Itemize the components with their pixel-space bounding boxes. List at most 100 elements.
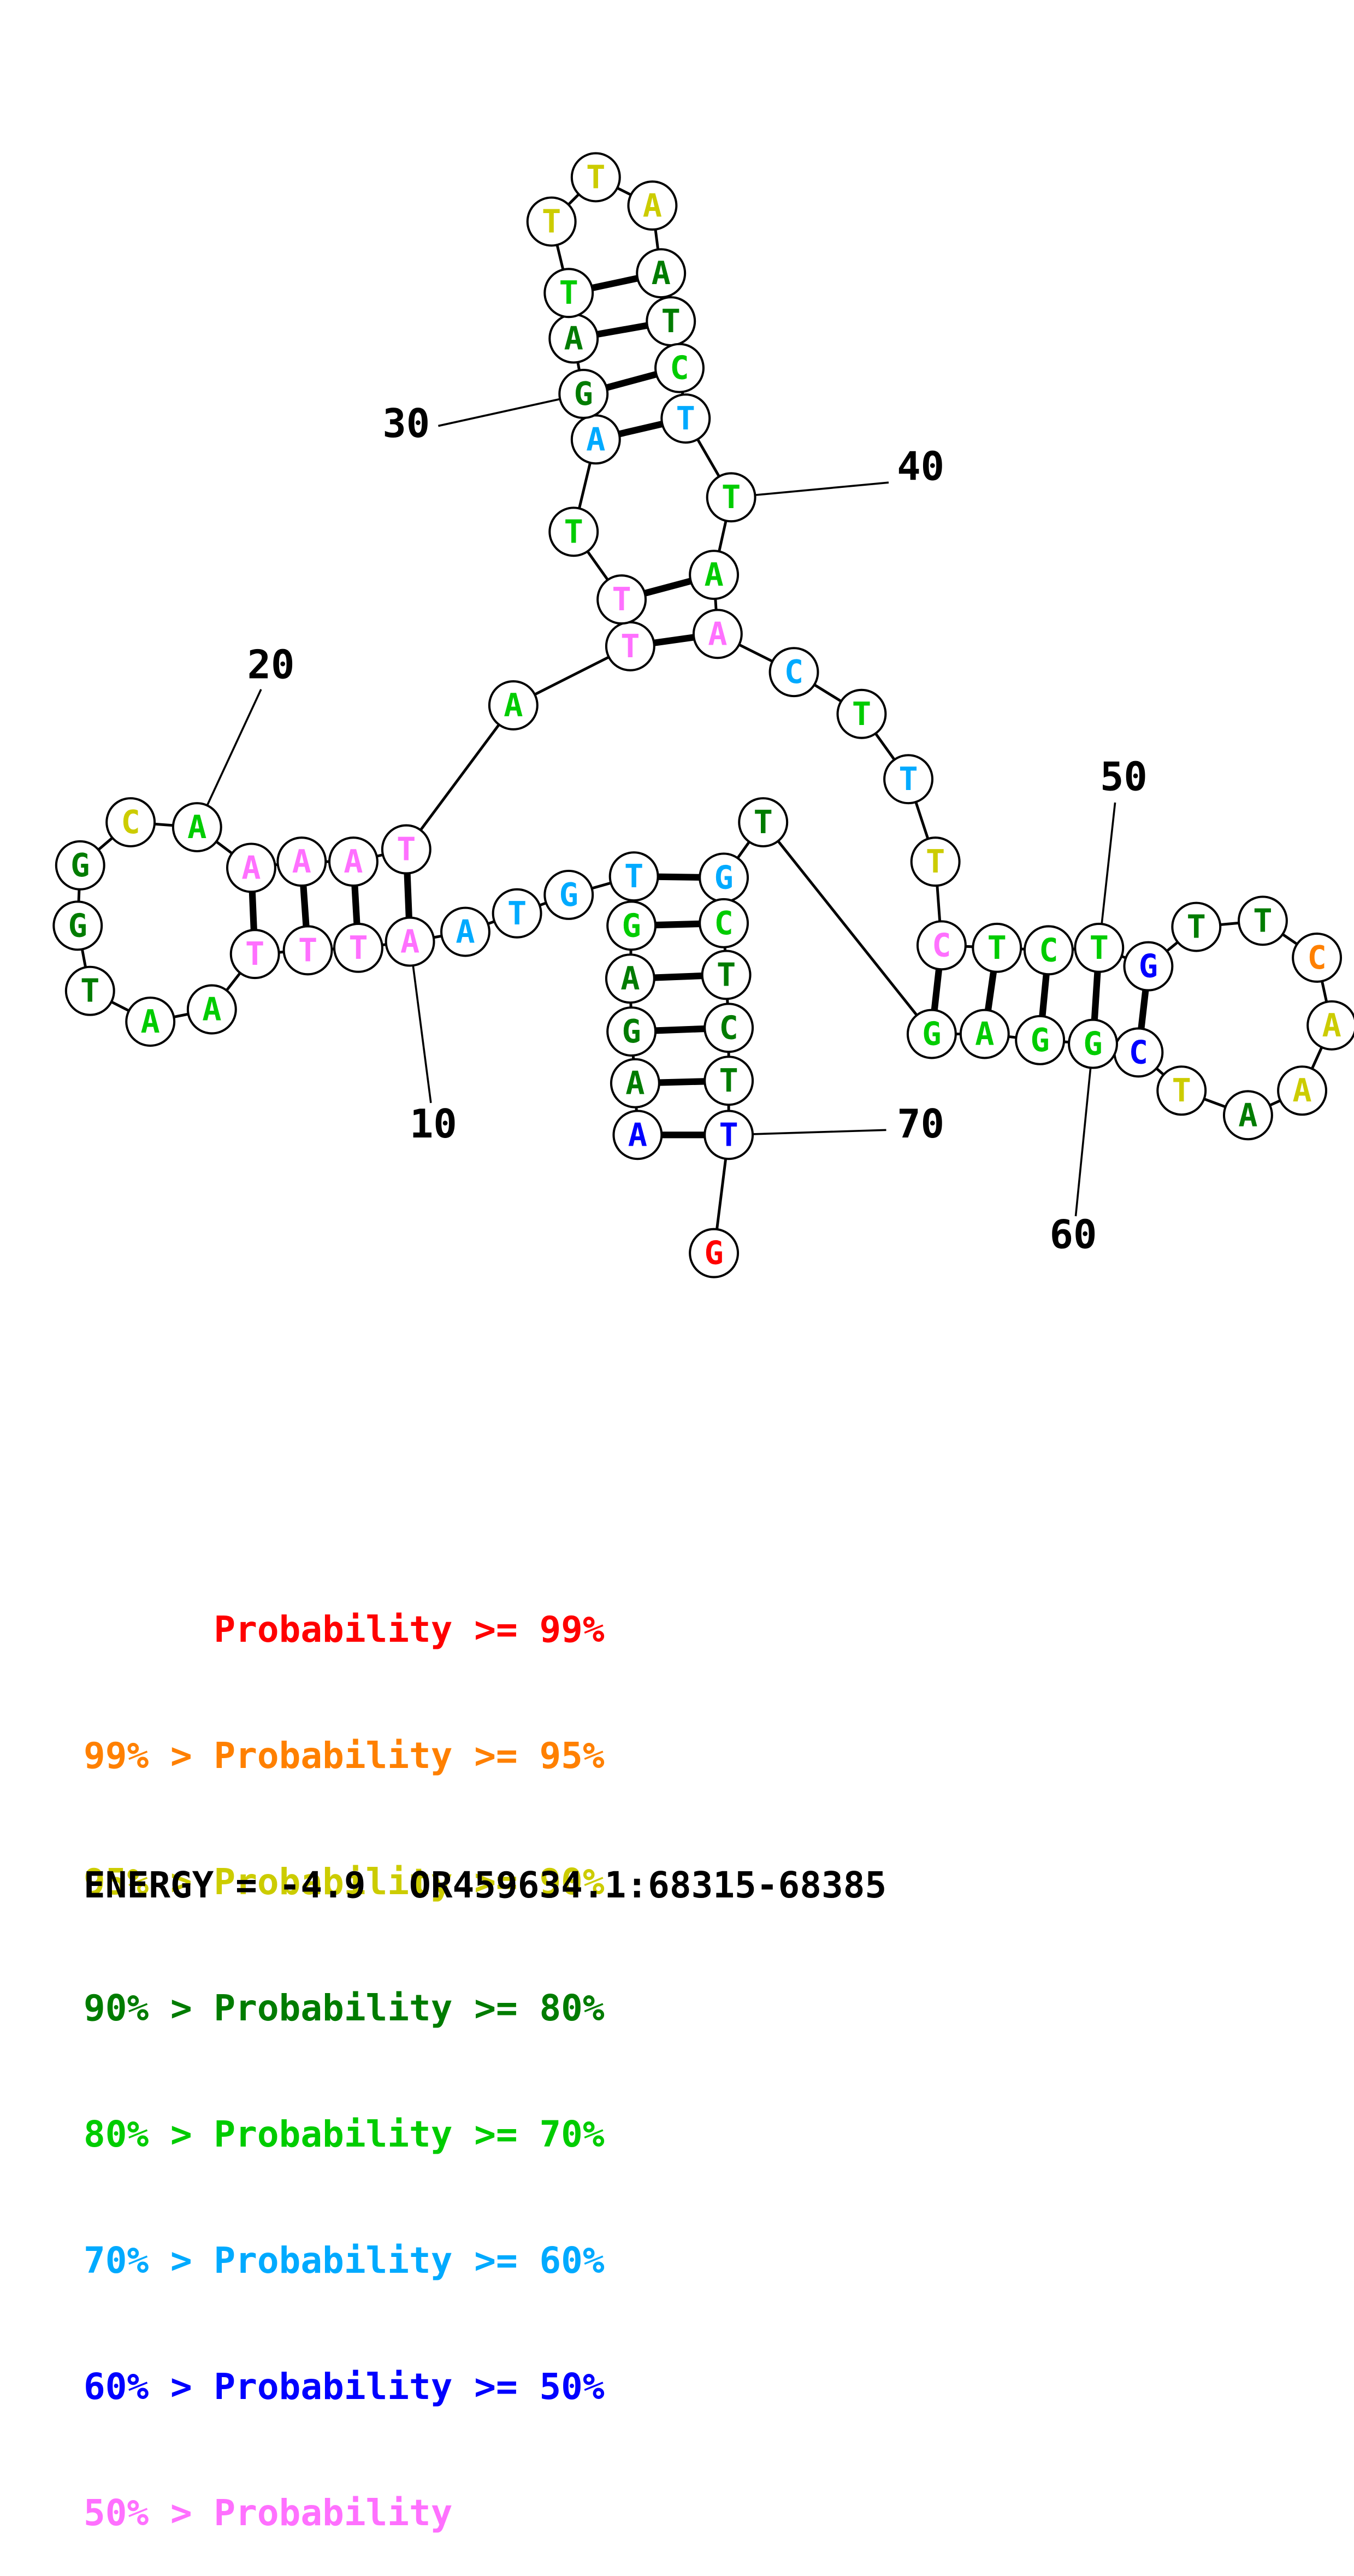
nucleotide-base: C	[719, 1009, 738, 1046]
nucleotide-base: A	[456, 913, 475, 951]
nucleotide-circle	[768, 647, 819, 698]
nucleotide-circle	[440, 906, 490, 957]
nucleotide-circle	[381, 824, 431, 875]
nucleotide-circle	[548, 506, 599, 557]
nucleotide-base: G	[70, 847, 90, 884]
nucleotide-base: T	[719, 1062, 738, 1099]
nucleotide-base: T	[507, 895, 527, 932]
label-leader-line	[409, 941, 432, 1103]
nucleotide-base: A	[504, 687, 523, 724]
residue-number-label: 60	[1050, 1212, 1097, 1258]
nucleotide-circle	[276, 836, 327, 887]
nucleotide-circle	[186, 984, 237, 1035]
nucleotide-circle	[64, 965, 115, 1016]
nucleotide-circle	[333, 922, 383, 973]
residue-number-label: 70	[897, 1101, 944, 1147]
nucleotide-base: G	[559, 876, 578, 913]
nucleotide-circle	[689, 550, 740, 600]
nucleotide-circle	[172, 802, 222, 853]
backbone-segment	[405, 704, 515, 851]
nucleotide-base: G	[574, 375, 593, 412]
nucleotide-circle	[703, 1110, 754, 1160]
nucleotide-circle	[543, 870, 594, 920]
nucleotide-circle	[1015, 1015, 1066, 1065]
backbone-segment	[762, 821, 933, 1035]
nucleotide-circle	[526, 196, 577, 247]
nucleotide-base: T	[661, 303, 681, 340]
nucleotide-base: C	[714, 905, 733, 942]
nucleotide-circle	[558, 369, 609, 419]
nucleotide-base: T	[1090, 929, 1109, 966]
nucleotide-base: T	[988, 929, 1007, 966]
nucleotide-base: A	[1322, 1007, 1341, 1044]
nucleotide-base: A	[704, 556, 723, 593]
residue-number-label: 30	[382, 401, 430, 447]
nucleotide-base: A	[1238, 1097, 1257, 1134]
nucleotide-circle	[692, 609, 743, 659]
nucleotide-circle	[55, 840, 105, 891]
nucleotide-circle	[627, 180, 678, 231]
nucleotide-circle	[606, 900, 657, 951]
nucleotide-circle	[1023, 925, 1074, 976]
nucleotide-circle	[1237, 895, 1288, 946]
nucleotide-base: A	[1292, 1072, 1311, 1109]
nucleotide-base: T	[542, 203, 561, 240]
nucleotide-base: C	[784, 653, 803, 691]
nucleotide-base: T	[245, 935, 264, 972]
nucleotide-circle	[1074, 922, 1125, 973]
nucleotide-circle	[1068, 1018, 1118, 1069]
nucleotide-base: A	[241, 849, 261, 886]
nucleotide-circle	[105, 797, 156, 848]
nucleotide-circle	[699, 898, 749, 948]
nucleotide-base: G	[622, 1013, 641, 1050]
nucleotide-circle	[1156, 1065, 1207, 1116]
nucleotide-base: C	[932, 927, 951, 964]
nucleotide-circle	[703, 1003, 754, 1053]
legend-line-p99: Probability >= 99%	[84, 1608, 605, 1650]
nucleotide-base: T	[348, 929, 368, 966]
energy-footer: ENERGY = -4.9 OR459634.1:68315-68385	[84, 1864, 887, 1906]
nucleotide-base: T	[754, 804, 773, 841]
nucleotide-base: T	[564, 513, 583, 550]
nucleotide-base: T	[926, 843, 945, 880]
nucleotide-base: T	[1187, 909, 1206, 946]
nucleotide-base: C	[670, 350, 689, 387]
nucleotide-base: A	[400, 923, 419, 960]
nucleotide-circle	[282, 925, 333, 976]
nucleotide-base: T	[612, 581, 631, 618]
nucleotide-circle	[385, 916, 435, 967]
nucleotide-base: G	[622, 907, 641, 944]
nucleotide-base: T	[586, 158, 605, 196]
nucleotide-base: T	[852, 695, 871, 733]
nucleotide-base: G	[1139, 948, 1158, 985]
nucleotide-base: C	[1307, 939, 1326, 976]
nucleotide-base: A	[202, 991, 221, 1028]
nucleotide-base: T	[719, 1116, 738, 1153]
nucleotide-circle	[910, 836, 961, 887]
nucleotide-base: T	[676, 400, 695, 437]
nucleotide-base: A	[141, 1003, 160, 1040]
nucleotide-base: T	[898, 761, 918, 798]
nucleotide-circle	[608, 851, 659, 902]
nucleotide-circle	[606, 1006, 657, 1057]
nucleotide-circle	[1171, 901, 1222, 952]
legend-line-p80: 90% > Probability >= 80%	[84, 1987, 605, 2029]
nucleotide-circle	[1292, 932, 1343, 983]
nucleotide-circle	[1306, 1000, 1354, 1051]
nucleotide-circle	[226, 842, 276, 893]
nucleotide-circle	[972, 922, 1022, 973]
nucleotide-base: A	[620, 960, 640, 997]
nucleotide-base: A	[564, 320, 583, 357]
nucleotide-base: T	[717, 956, 736, 993]
nucleotide-base: C	[121, 804, 140, 841]
nucleotide-circle	[52, 900, 103, 951]
nucleotide-circle	[883, 754, 934, 805]
nucleotide-base: A	[628, 1116, 647, 1153]
nucleotide-base: A	[344, 843, 363, 880]
nucleotide-base: C	[1129, 1034, 1148, 1071]
nucleotide-circle	[605, 953, 655, 1004]
nucleotide-base: T	[624, 858, 643, 895]
nucleotide-base: A	[586, 421, 605, 458]
label-leader-line	[729, 1129, 886, 1136]
